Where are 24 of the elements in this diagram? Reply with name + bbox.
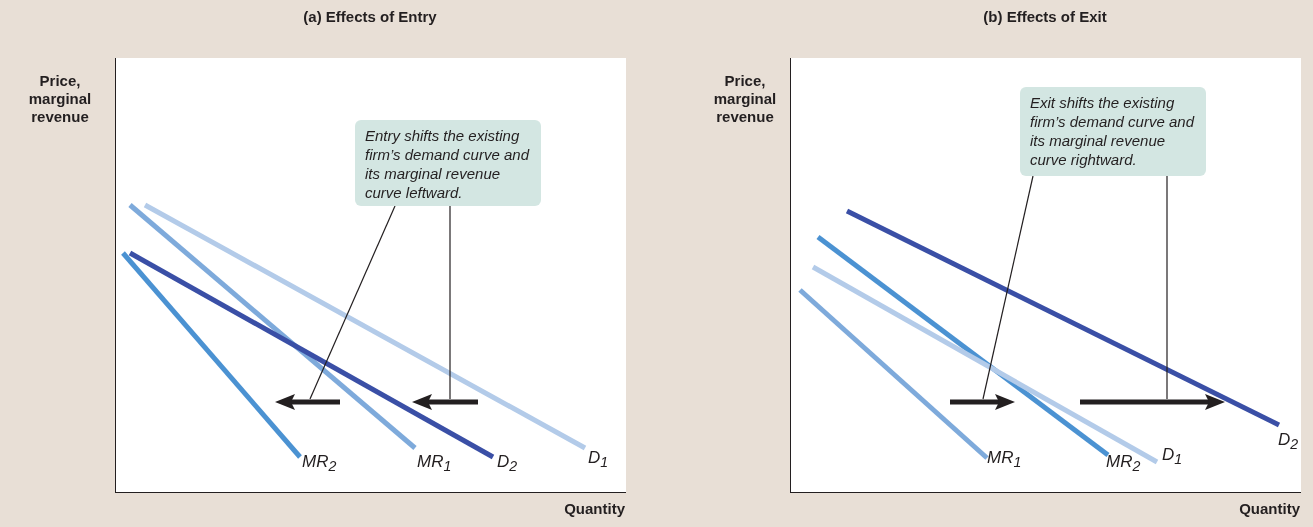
axis-label: Quantity [1239,500,1300,517]
axis-label: Price, marginal revenue [27,72,93,126]
panel-title: (b) Effects of Exit [983,8,1107,25]
leader-line [1166,175,1168,400]
shift-arrow [950,394,1015,410]
curve-label: MR$_{2}$ [302,452,337,475]
axis-label: Price, marginal revenue [712,72,778,126]
curve-label: D$_{2}$ [497,452,518,475]
leader-line [982,175,1034,400]
curve-label: MR$_{2}$ [1106,452,1141,475]
curve-label: D$_{2}$ [1278,430,1299,453]
shift-arrow [412,394,478,410]
curve-label: MR$_{1}$ [417,452,452,475]
curve-label: D$_{1}$ [1162,445,1183,468]
callout-box: Exit shifts the existing firm’s demand curve and its marginal revenue curve rightward. [1020,87,1206,176]
curve-label: MR$_{1}$ [987,448,1022,471]
curve-label: D$_{1}$ [588,448,609,471]
shift-arrow [1080,394,1225,410]
panel-title: (a) Effects of Entry [303,8,437,25]
leader-line [309,205,396,400]
axis-label: Quantity [564,500,625,517]
leader-line [449,205,451,400]
shift-arrow [275,394,340,410]
callout-box: Entry shifts the existing firm’s demand curve and its marginal revenue curve leftward. [355,120,541,206]
